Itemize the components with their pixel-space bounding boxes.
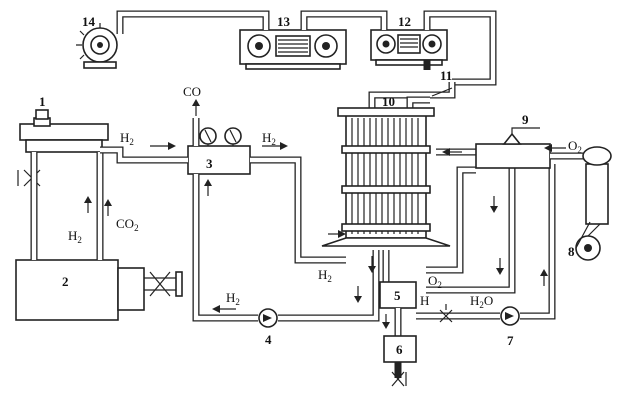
h2-stack-label: H2 <box>318 267 332 284</box>
hydrogen-pipes <box>100 146 380 322</box>
h2-tank-label: H2 <box>68 228 82 245</box>
o2-inlet-label: O2 <box>568 138 582 155</box>
h2-return-label: H2 <box>226 290 240 307</box>
component-numbers: 1 2 3 4 5 6 7 8 9 10 11 12 13 14 <box>39 14 575 357</box>
h2o-label: H2O <box>470 293 493 310</box>
compressor-8 <box>575 146 612 261</box>
transformer-13 <box>239 29 347 70</box>
water-loop <box>416 164 556 323</box>
label-6: 6 <box>396 342 403 357</box>
tank-1-pipes <box>30 152 104 260</box>
transformer-12 <box>370 29 448 66</box>
label-11: 11 <box>440 68 452 83</box>
label-14: 14 <box>82 14 96 29</box>
top-wiring <box>116 10 497 86</box>
co-label: CO <box>183 84 201 99</box>
co2-label: CO2 <box>116 216 139 233</box>
pump-7 <box>500 306 520 326</box>
co-removal-unit-3 <box>187 118 251 175</box>
label-1: 1 <box>39 94 46 109</box>
label-2: 2 <box>62 274 69 289</box>
stream-labels: CO H2 H2 H2 CO2 H2 H2 O2 O2 H H2O <box>68 84 582 310</box>
label-8: 8 <box>568 244 575 259</box>
label-7: 7 <box>507 333 514 348</box>
label-9: 9 <box>522 112 529 127</box>
flow-arrows <box>84 142 566 329</box>
switch-11 <box>368 82 456 108</box>
label-13: 13 <box>277 14 291 29</box>
tank-6 <box>383 308 417 387</box>
label-3: 3 <box>206 156 213 171</box>
label-12: 12 <box>398 14 411 29</box>
separator-5 <box>379 250 417 309</box>
h2-outlet-label: H2 <box>262 130 276 147</box>
fuel-cell-stack-10 <box>321 107 451 247</box>
unit-1 <box>17 109 109 187</box>
label-5: 5 <box>394 288 401 303</box>
label-4: 4 <box>265 332 272 347</box>
label-10: 10 <box>382 94 395 109</box>
o2-outlet-label: O2 <box>428 273 442 290</box>
pump-4 <box>258 308 278 328</box>
motor-14 <box>76 23 118 69</box>
h2-inlet-label: H2 <box>120 130 134 147</box>
h-label: H <box>420 293 429 308</box>
heat-exchanger-9 <box>475 127 600 169</box>
hydrogen-tank-2 <box>15 259 183 321</box>
